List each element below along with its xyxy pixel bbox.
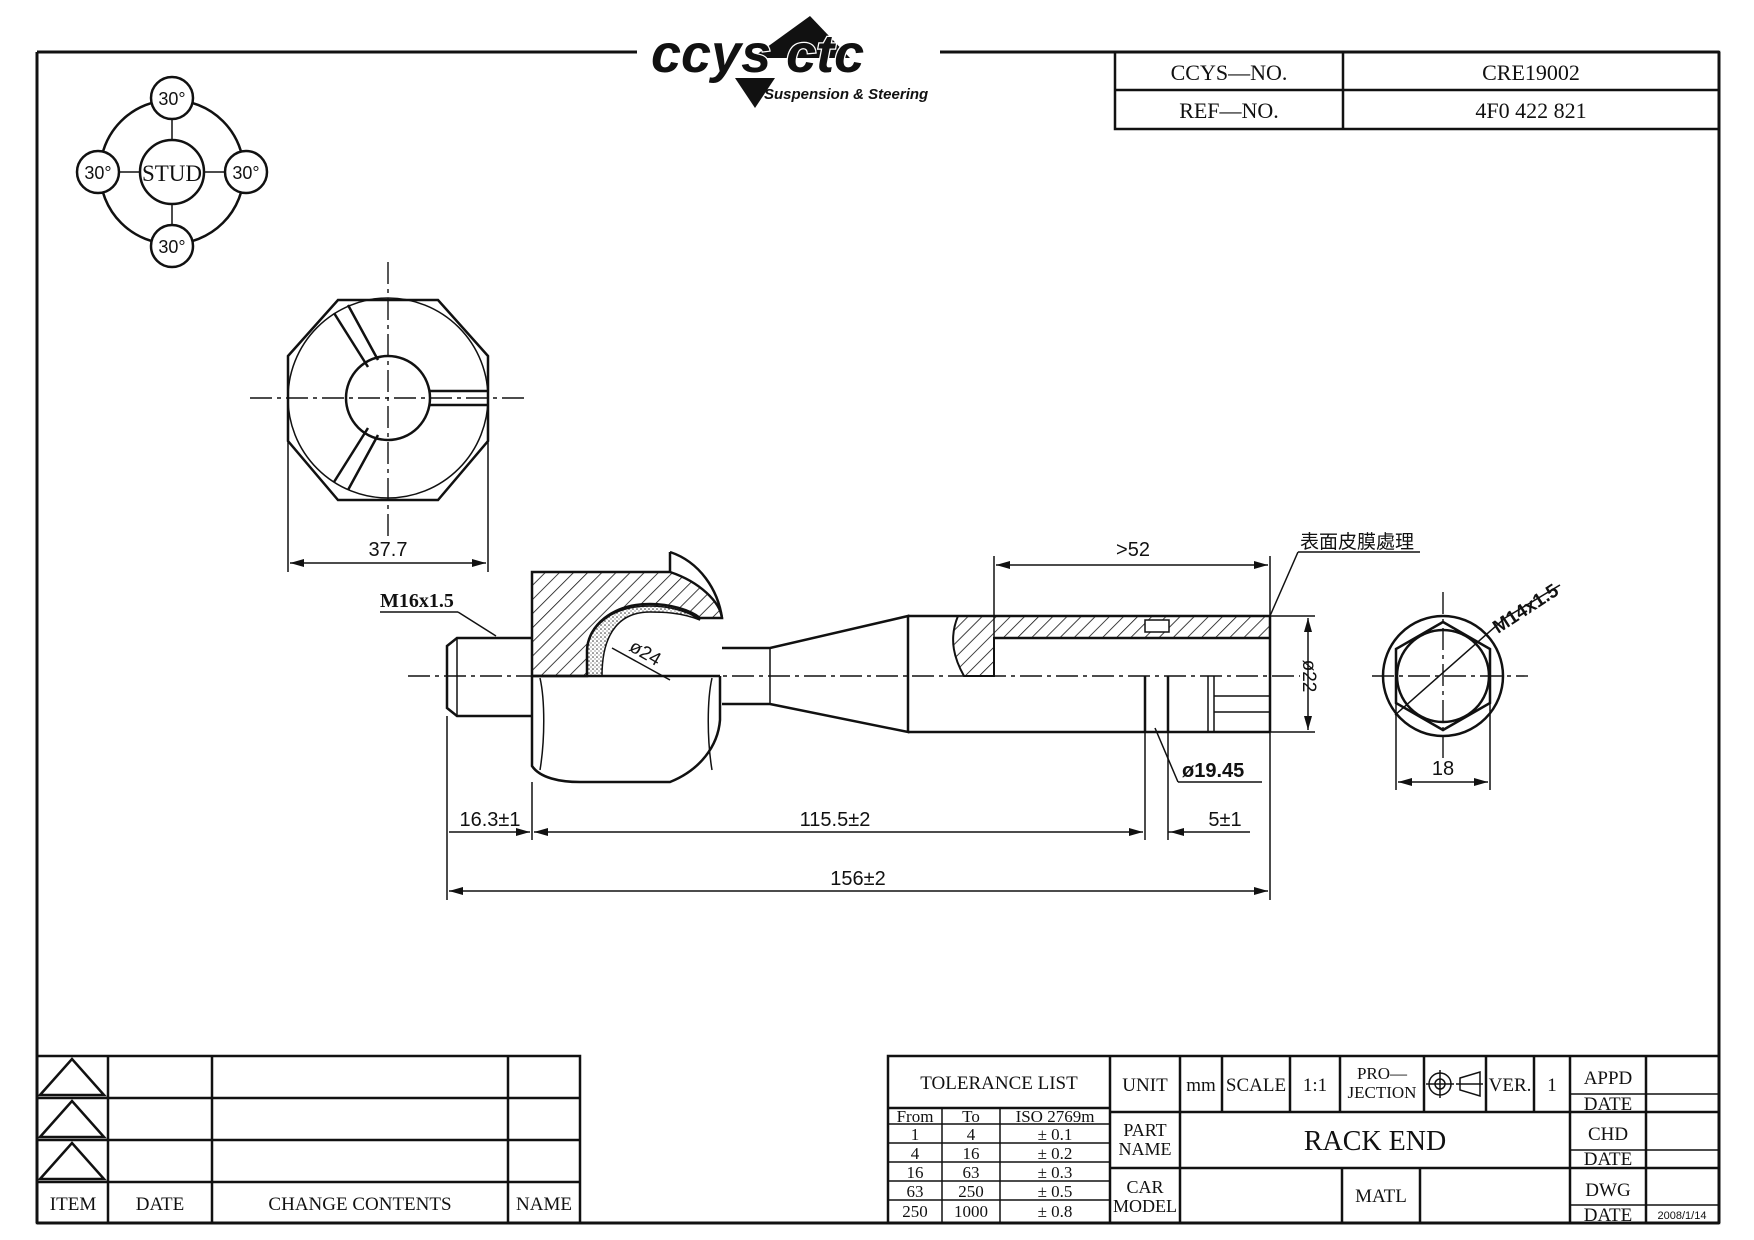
ccys-no-value: CRE19002 xyxy=(1482,60,1580,85)
ref-no-value: 4F0 422 821 xyxy=(1475,98,1586,123)
tolerance-row: 63 xyxy=(907,1182,924,1201)
dim-dia1945: ø19.45 xyxy=(1182,760,1244,782)
revision-table: ITEM DATE CHANGE CONTENTS NAME xyxy=(35,1054,582,1225)
tolerance-row: 1 xyxy=(911,1125,920,1144)
tolerance-row: 250 xyxy=(958,1182,984,1201)
dim-len-115: 115.5±2 xyxy=(800,809,871,831)
tolerance-row: ± 0.1 xyxy=(1038,1125,1073,1144)
company-logo: ccys ctc Suspension & Steering xyxy=(650,16,928,108)
tolerance-header-iso: ISO 2769m xyxy=(1016,1107,1095,1126)
angle-bottom: 30° xyxy=(158,237,185,257)
title-block: TOLERANCE LIST From To ISO 2769m 1 4 ± 0… xyxy=(886,1054,1721,1226)
car-model-label-1: CAR xyxy=(1126,1177,1163,1197)
logo-brand: ccys ctc xyxy=(651,24,864,84)
surface-treatment-note: 表面皮膜處理 xyxy=(1300,531,1414,553)
ref-no-label: REF—NO. xyxy=(1179,98,1279,123)
tolerance-row: ± 0.8 xyxy=(1038,1202,1073,1221)
angle-left: 30° xyxy=(84,163,111,183)
stud-label: STUD xyxy=(142,161,202,186)
unit-value: mm xyxy=(1186,1075,1216,1096)
dim-length-gt: >52 xyxy=(1116,539,1150,561)
tolerance-header-from: From xyxy=(897,1107,934,1126)
rev-header-item: ITEM xyxy=(50,1194,97,1215)
dim-thread-main: M16x1.5 xyxy=(380,590,454,612)
matl-label: MATL xyxy=(1355,1186,1407,1207)
projection-label-1: PRO— xyxy=(1357,1064,1408,1083)
appd-label: APPD xyxy=(1584,1068,1633,1089)
tolerance-row: 16 xyxy=(963,1144,980,1163)
hex-end-view: 37.7 xyxy=(250,262,528,572)
projection-label-2: JECTION xyxy=(1348,1083,1417,1102)
tolerance-row: 1000 xyxy=(954,1202,988,1221)
appd-date-label: DATE xyxy=(1584,1094,1633,1115)
dim-thread-end: M14x1.5 xyxy=(1489,580,1563,638)
angle-right: 30° xyxy=(232,163,259,183)
rev-header-change-contents: CHANGE CONTENTS xyxy=(268,1194,451,1215)
dim-len-156: 156±2 xyxy=(830,868,885,890)
dim-dia22: ø22 xyxy=(1298,660,1319,693)
ver-value: 1 xyxy=(1547,1075,1557,1096)
projection-symbol-icon xyxy=(1426,1070,1483,1098)
rack-end-side-view: ø24 M16x1.5 >52 表面皮膜處理 ø22 ø19.45 xyxy=(380,531,1420,900)
logo-tagline: Suspension & Steering xyxy=(764,86,928,103)
tolerance-row: 4 xyxy=(911,1144,920,1163)
scale-label: SCALE xyxy=(1226,1075,1286,1096)
unit-label: UNIT xyxy=(1122,1075,1168,1096)
dim-len-16: 16.3±1 xyxy=(459,809,520,831)
dim-len-5: 5±1 xyxy=(1208,809,1241,831)
tolerance-row: ± 0.2 xyxy=(1038,1144,1073,1163)
small-hex-view: M14x1.5 18 xyxy=(1372,580,1563,790)
part-name-label-2: NAME xyxy=(1119,1139,1172,1159)
ccys-no-label: CCYS—NO. xyxy=(1171,60,1288,85)
reference-block: CCYS—NO. CRE19002 REF—NO. 4F0 422 821 xyxy=(1113,50,1721,131)
chd-label: CHD xyxy=(1588,1124,1628,1145)
tolerance-row: 4 xyxy=(967,1125,976,1144)
dwg-date-value: 2008/1/14 xyxy=(1658,1210,1707,1222)
rev-header-name: NAME xyxy=(516,1194,572,1215)
chd-date-label: DATE xyxy=(1584,1149,1633,1170)
tolerance-row: ± 0.5 xyxy=(1038,1182,1073,1201)
tolerance-row: 63 xyxy=(963,1163,980,1182)
part-name-label-1: PART xyxy=(1123,1120,1166,1140)
tolerance-row: 250 xyxy=(902,1202,928,1221)
scale-value: 1:1 xyxy=(1303,1075,1327,1096)
car-model-label-2: MODEL xyxy=(1113,1196,1177,1216)
dim-hex-end: 18 xyxy=(1432,758,1454,780)
dim-hex-width: 37.7 xyxy=(369,539,408,561)
tolerance-header-to: To xyxy=(962,1107,980,1126)
tolerance-row: ± 0.3 xyxy=(1038,1163,1073,1182)
angle-top: 30° xyxy=(158,89,185,109)
tolerance-title: TOLERANCE LIST xyxy=(920,1073,1078,1094)
ver-label: VER. xyxy=(1489,1075,1532,1096)
tolerance-row: 16 xyxy=(907,1163,924,1182)
dwg-label: DWG xyxy=(1585,1180,1631,1201)
stud-angle-diagram: STUD 30° 30° 30° 30° xyxy=(75,75,269,269)
dwg-date-label: DATE xyxy=(1584,1205,1633,1226)
part-name-value: RACK END xyxy=(1304,1126,1446,1157)
rev-header-date: DATE xyxy=(136,1194,185,1215)
